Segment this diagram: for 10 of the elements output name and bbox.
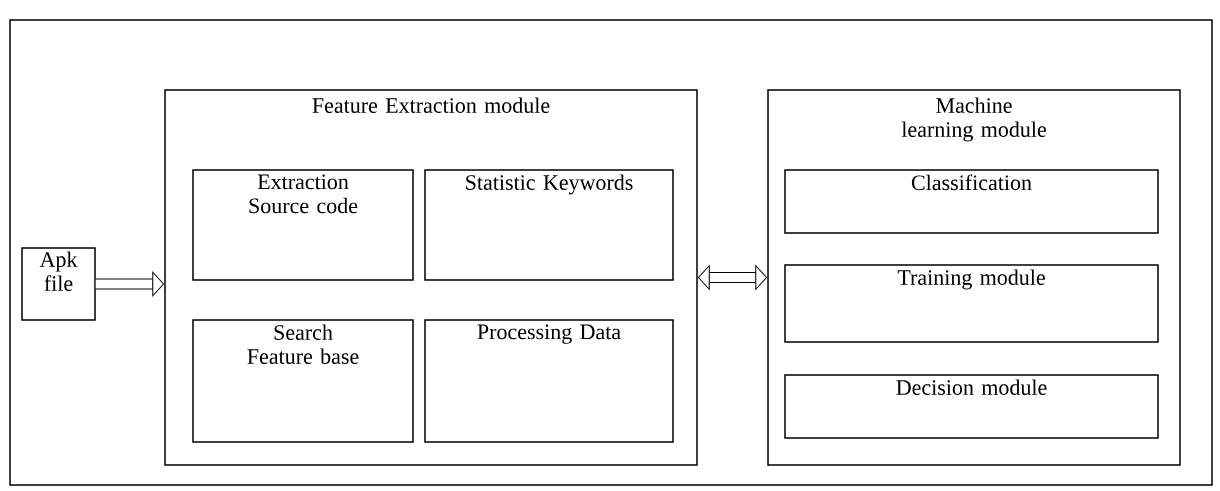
process-box: Training module — [784, 264, 1159, 343]
process-box: Extraction Source code — [192, 169, 414, 281]
process-box: Search Feature base — [192, 319, 414, 443]
process-box: Processing Data — [424, 319, 674, 443]
process-box: Classification — [784, 169, 1159, 234]
process-box: Decision module — [784, 374, 1159, 439]
process-box: Apk file — [21, 247, 96, 321]
arrow — [95, 271, 165, 297]
process-box: Statistic Keywords — [424, 169, 674, 281]
arrow — [697, 265, 768, 290]
